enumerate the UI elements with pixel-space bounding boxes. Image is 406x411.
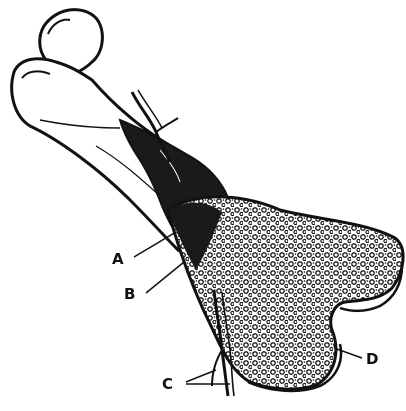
label-c: C: [162, 375, 173, 393]
label-a: A: [112, 250, 124, 268]
label-d: D: [366, 350, 378, 368]
leader-line-d: [334, 348, 362, 358]
leader-line-a: [134, 232, 176, 257]
label-b: B: [124, 285, 135, 303]
leader-line-b: [146, 262, 184, 293]
